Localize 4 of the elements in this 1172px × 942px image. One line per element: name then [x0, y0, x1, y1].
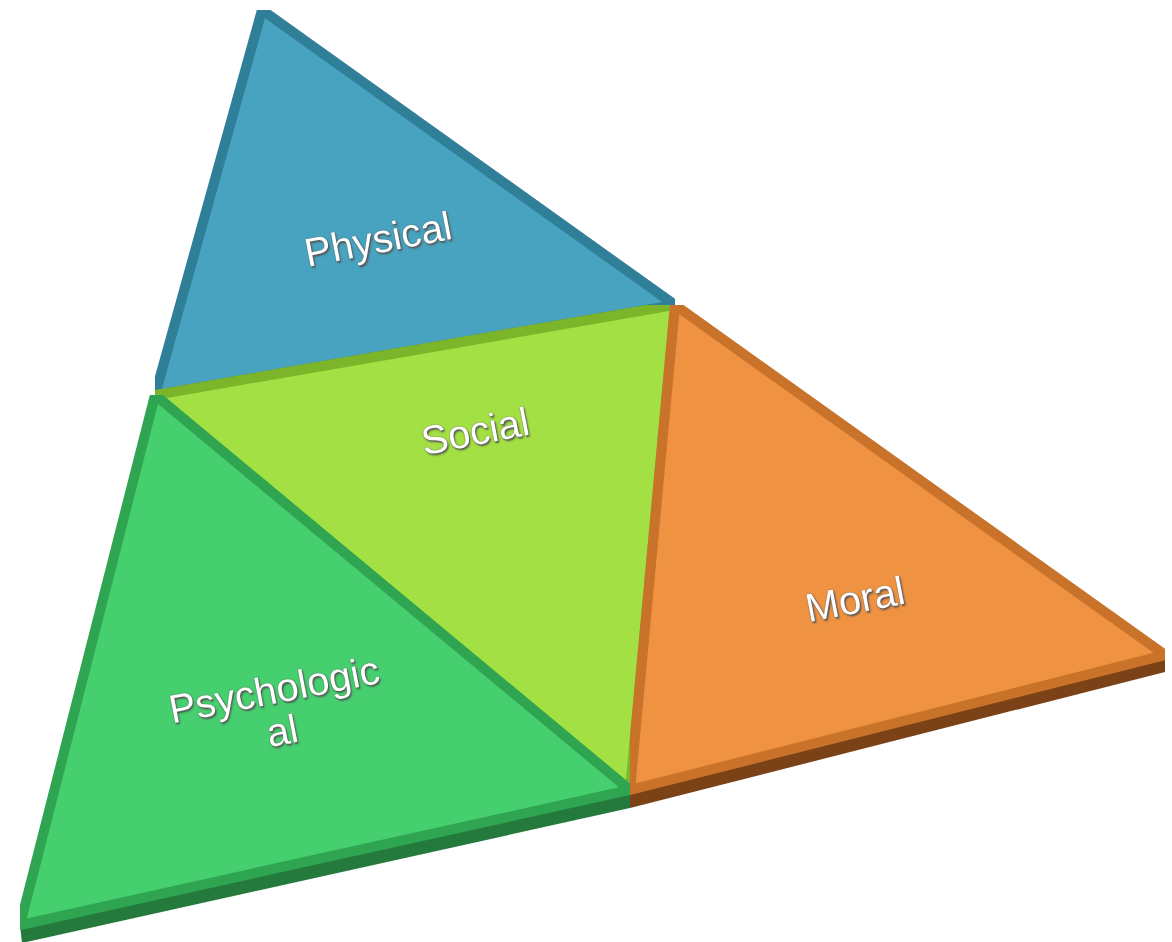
segment-label: Psychologic al [164, 646, 384, 758]
segment-label: Physical [299, 202, 457, 277]
segment-label: Social [416, 398, 534, 465]
segment-label: Moral [800, 566, 910, 633]
